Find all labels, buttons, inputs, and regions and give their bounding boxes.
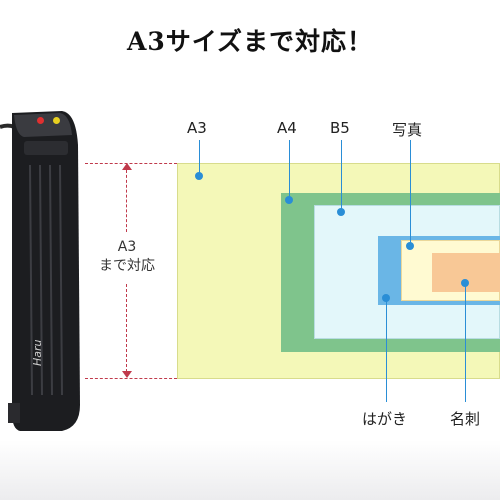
floor-shadow	[0, 440, 500, 500]
marker-photo	[406, 242, 414, 250]
leader-business-card	[465, 283, 467, 402]
headline: A3サイズまで対応！	[126, 27, 374, 56]
ready-indicator-light	[53, 117, 60, 124]
brand-logo-text: Haru	[31, 339, 44, 366]
marker-business-card	[461, 279, 469, 287]
leader-a4	[289, 140, 291, 201]
measure-line-1: A3	[117, 239, 137, 255]
marker-a3	[195, 172, 203, 180]
arrow-down-icon	[122, 371, 132, 378]
leader-a3	[199, 140, 201, 176]
guide-bottom	[85, 378, 177, 379]
label-a4: A4	[277, 119, 297, 137]
label-business-card: 名刺	[450, 410, 481, 428]
label-postcard: はがき	[362, 410, 408, 428]
laminator-device	[0, 111, 80, 431]
guide-vertical-lower	[126, 284, 127, 372]
measure-label: A3 まで対応	[86, 238, 168, 276]
leader-photo	[410, 140, 412, 246]
label-b5: B5	[330, 119, 350, 137]
leader-b5	[341, 140, 343, 212]
label-a3: A3	[187, 119, 207, 137]
power-indicator-light	[37, 117, 44, 124]
label-photo: 写真	[392, 121, 423, 139]
marker-postcard	[382, 294, 390, 302]
marker-a4	[285, 196, 293, 204]
arrow-up-icon	[122, 163, 132, 170]
leader-postcard	[386, 298, 388, 402]
guide-vertical-upper	[126, 170, 127, 232]
measure-line-2: まで対応	[99, 258, 155, 274]
marker-b5	[337, 208, 345, 216]
